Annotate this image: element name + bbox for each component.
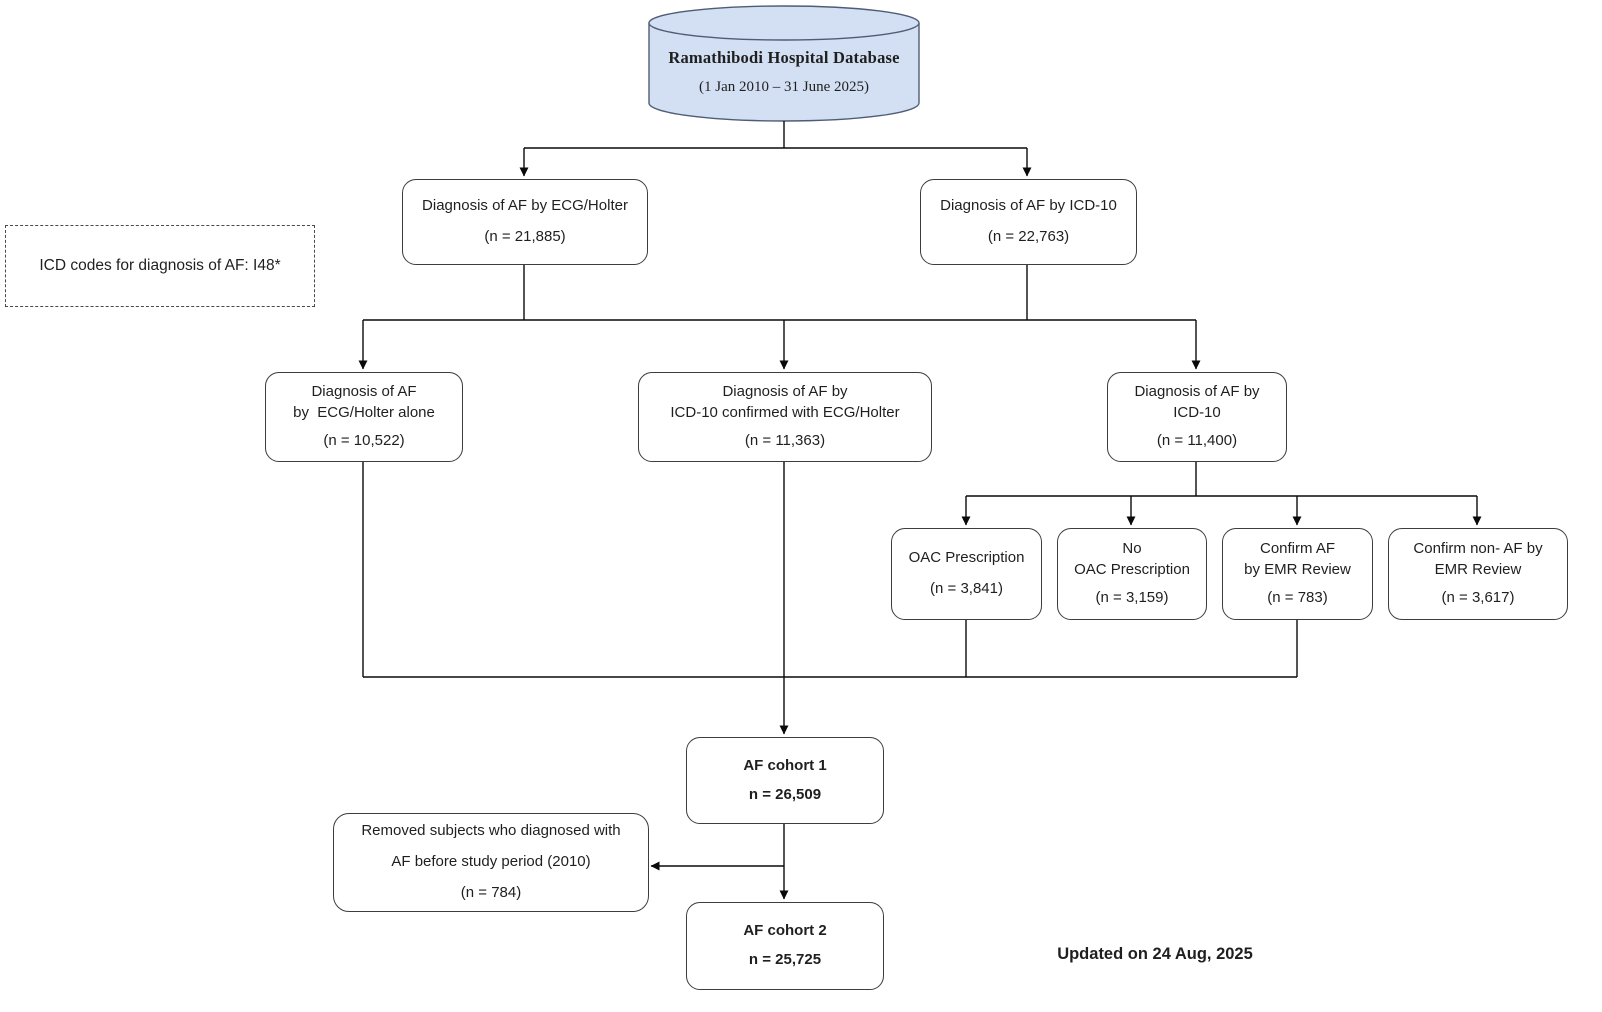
node-title: OAC Prescription <box>908 549 1025 567</box>
node-confirm-af-emr: Confirm AF by EMR Review (n = 783) <box>1222 528 1373 620</box>
node-oac-prescription: OAC Prescription (n = 3,841) <box>891 528 1042 620</box>
node-title: Diagnosis of AF by ECG/Holter <box>422 197 628 215</box>
node-icd10-confirmed-ecg-holter: Diagnosis of AF by ICD-10 confirmed with… <box>638 372 932 462</box>
node-count: n = 25,725 <box>748 951 822 968</box>
node-title: Diagnosis of AF by <box>722 382 848 400</box>
node-count: (n = 21,885) <box>484 228 566 245</box>
node-af-by-ecg-holter: Diagnosis of AF by ECG/Holter (n = 21,88… <box>402 179 648 265</box>
icd-codes-note: ICD codes for diagnosis of AF: I48* <box>5 225 315 307</box>
node-title: Diagnosis of AF by <box>1134 382 1260 400</box>
database-title: Ramathibodi Hospital Database <box>668 48 900 67</box>
node-af-cohort-1: AF cohort 1 n = 26,509 <box>686 737 884 824</box>
node-af-cohort-2: AF cohort 2 n = 25,725 <box>686 902 884 990</box>
node-count: (n = 3,617) <box>1441 589 1515 607</box>
node-removed-subjects: Removed subjects who diagnosed with AF b… <box>333 813 649 912</box>
node-count: (n = 11,400) <box>1156 432 1238 450</box>
node-title-line2: by EMR Review <box>1244 560 1351 578</box>
node-title-line2: ICD-10 <box>1173 403 1221 421</box>
node-title: Removed subjects who diagnosed with <box>361 822 621 840</box>
node-title-line2: OAC Prescription <box>1074 560 1190 578</box>
updated-date-label: Updated on 24 Aug, 2025 <box>1057 945 1253 963</box>
node-count: (n = 22,763) <box>987 228 1070 245</box>
node-icd10-only: Diagnosis of AF by ICD-10 (n = 11,400) <box>1107 372 1287 462</box>
icd-codes-note-text: ICD codes for diagnosis of AF: I48* <box>39 257 281 274</box>
node-af-by-icd10: Diagnosis of AF by ICD-10 (n = 22,763) <box>920 179 1137 265</box>
node-title-line2: EMR Review <box>1434 560 1522 578</box>
node-title: AF cohort 1 <box>743 756 827 774</box>
node-af-ecg-holter-alone: Diagnosis of AF by ECG/Holter alone (n =… <box>265 372 463 462</box>
node-count: (n = 783) <box>1267 589 1328 607</box>
node-title-line2: ICD-10 confirmed with ECG/Holter <box>670 403 900 421</box>
node-confirm-non-af-emr: Confirm non- AF by EMR Review (n = 3,617… <box>1388 528 1568 620</box>
node-title-line2: by ECG/Holter alone <box>293 403 435 421</box>
node-count: (n = 784) <box>460 883 522 901</box>
node-title: Confirm non- AF by <box>1413 539 1543 557</box>
node-title: No <box>1122 539 1142 557</box>
node-title: Diagnosis of AF by ICD-10 <box>940 197 1117 215</box>
node-title-line2: AF before study period (2010) <box>391 853 591 871</box>
database-cylinder-shape <box>648 5 920 122</box>
node-count: (n = 3,841) <box>930 580 1003 597</box>
database-node: Ramathibodi Hospital Database (1 Jan 201… <box>648 28 920 116</box>
node-count: (n = 3,159) <box>1095 589 1169 607</box>
node-title: Diagnosis of AF <box>311 382 417 400</box>
database-subtitle: (1 Jan 2010 – 31 June 2025) <box>699 79 869 95</box>
node-title: Confirm AF <box>1259 539 1335 557</box>
node-title: AF cohort 2 <box>743 922 827 940</box>
node-no-oac-prescription: No OAC Prescription (n = 3,159) <box>1057 528 1207 620</box>
node-count: (n = 11,363) <box>744 432 826 450</box>
node-count: (n = 10,522) <box>323 432 405 450</box>
node-count: n = 26,509 <box>748 785 822 803</box>
